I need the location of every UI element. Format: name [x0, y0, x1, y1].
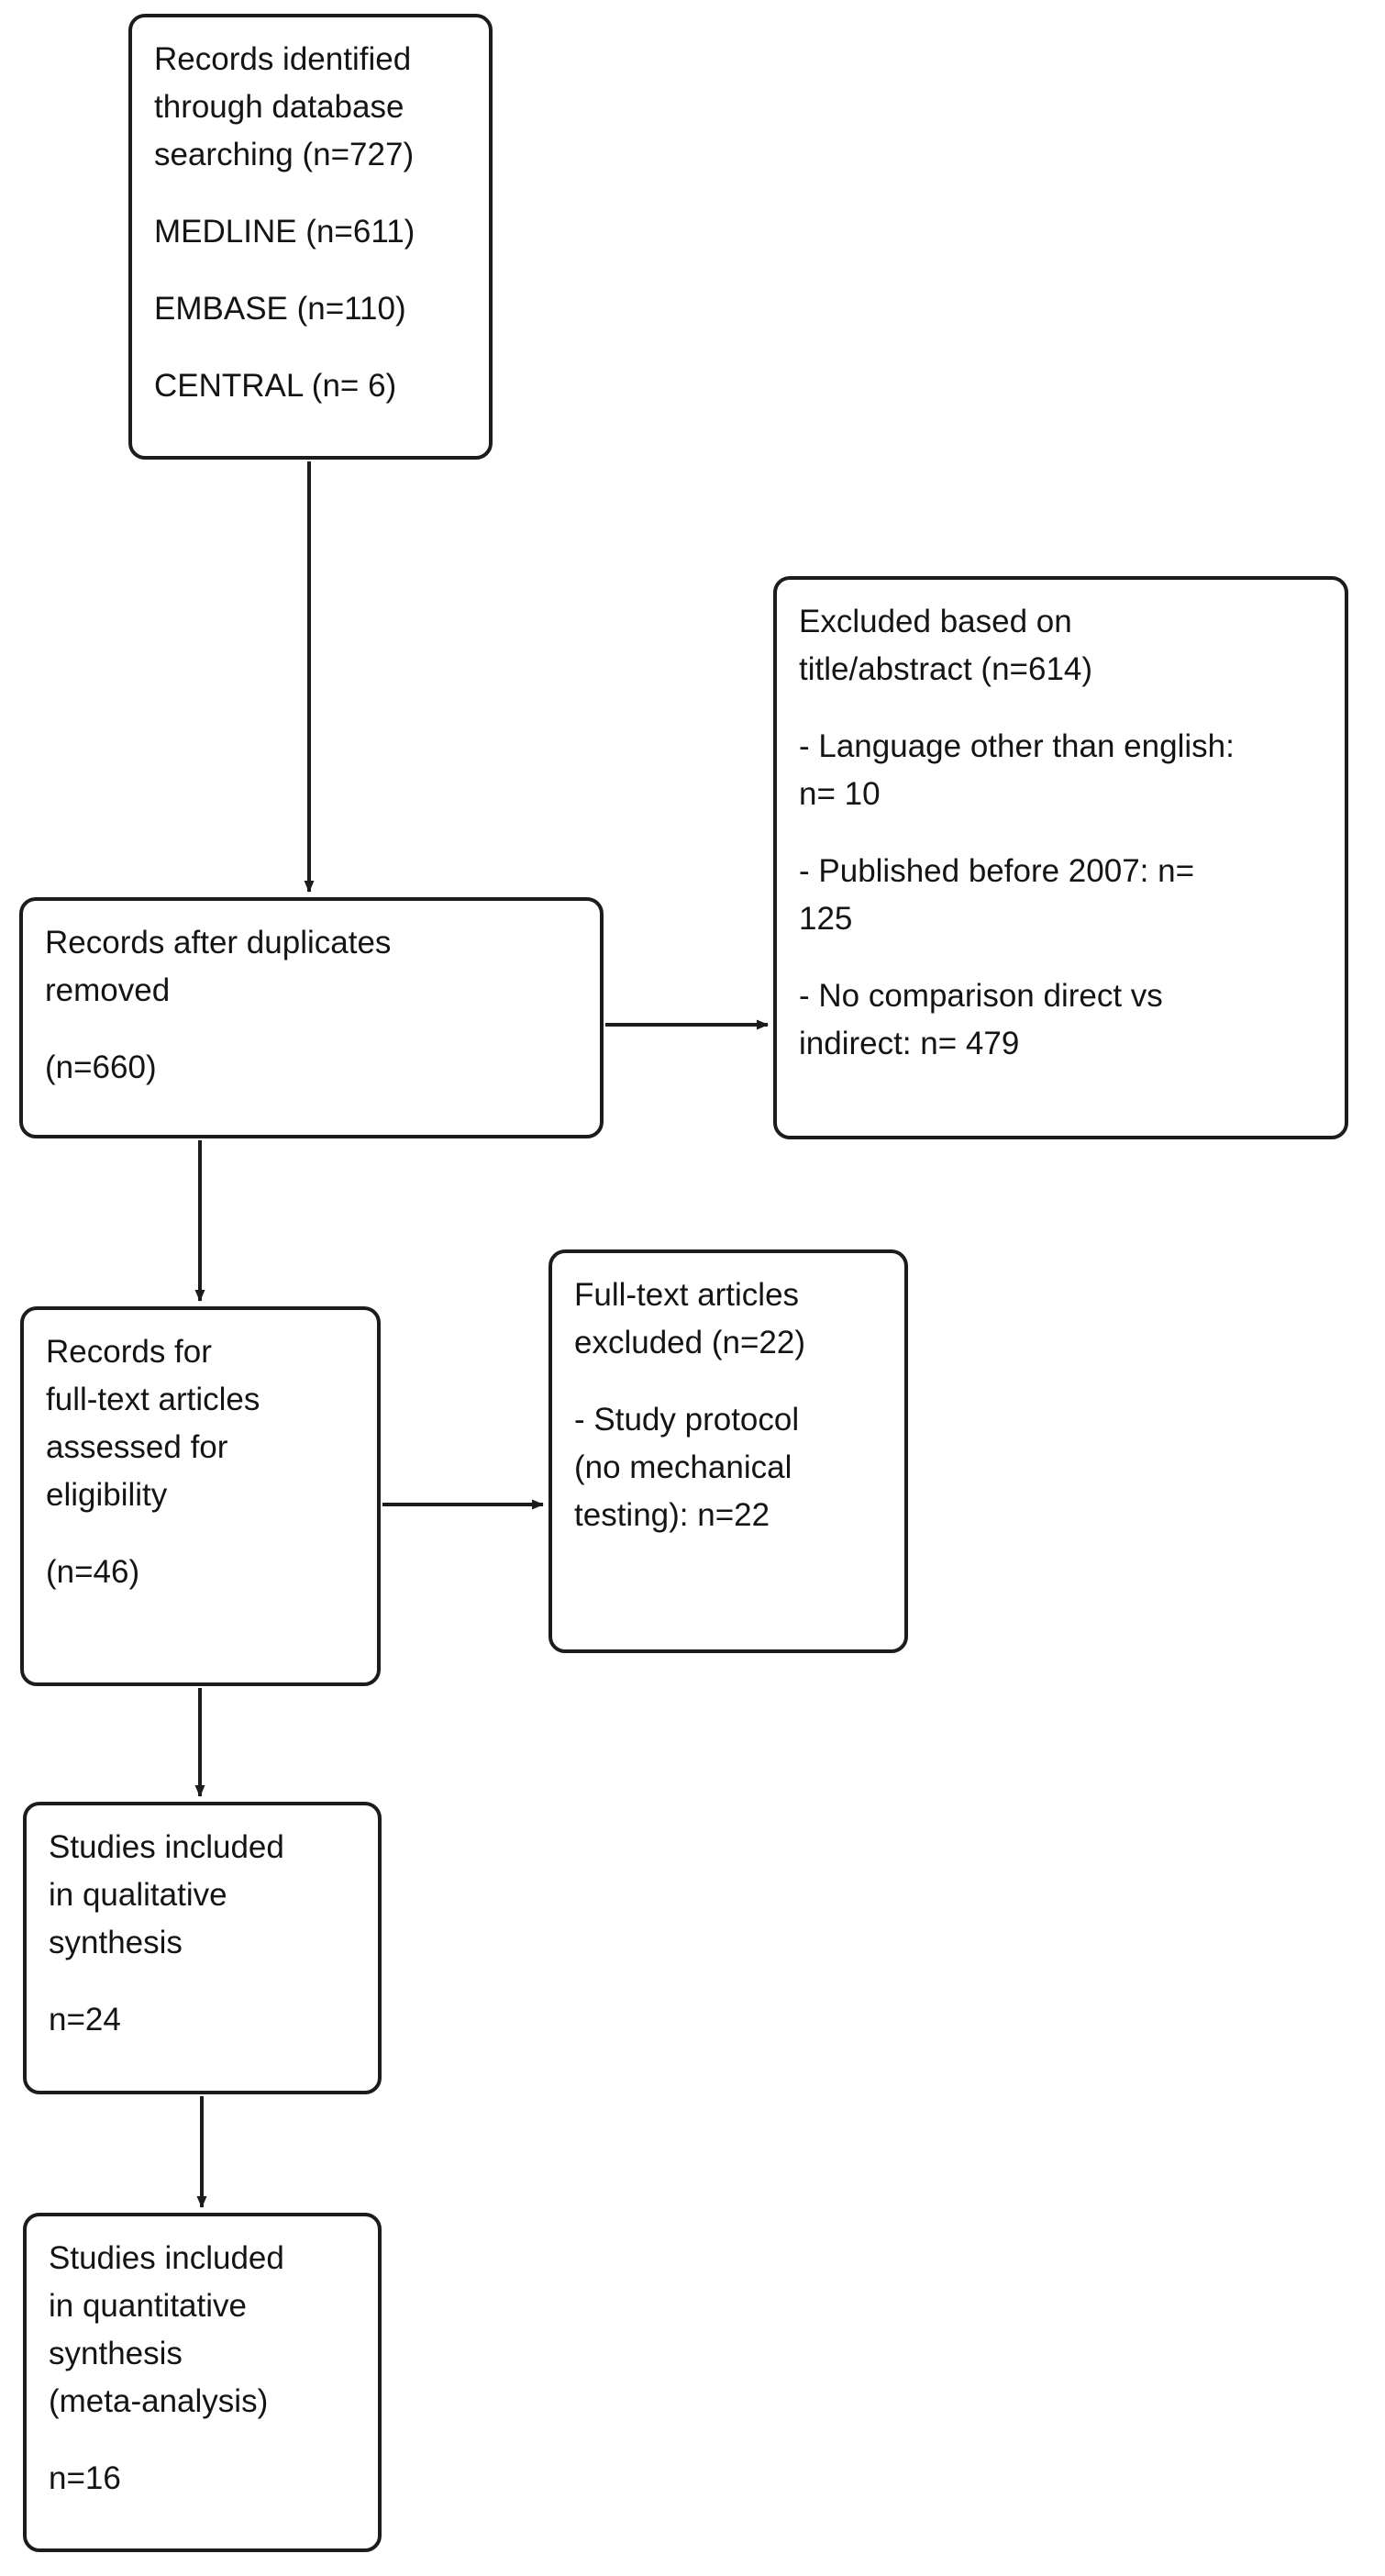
box-text: MEDLINE (n=611) [154, 214, 416, 250]
box-duplicates-removed: Records after duplicates removed (n=660) [19, 897, 604, 1138]
box-text: Records for full-text articles assessed … [46, 1334, 260, 1513]
box-text: Excluded based on title/abstract (n=614) [799, 604, 1093, 687]
box-text: - Published before 2007: n= 125 [799, 853, 1195, 937]
box-text: - No comparison direct vs indirect: n= 4… [799, 978, 1163, 1061]
box-text: EMBASE (n=110) [154, 291, 406, 327]
box-text: - Study protocol (no mechanical testing)… [574, 1402, 800, 1533]
box-records-identified: Records identified through database sear… [128, 14, 493, 460]
box-text: (n=660) [45, 1049, 157, 1085]
box-text: Full-text articles excluded (n=22) [574, 1277, 805, 1360]
box-quantitative-synthesis: Studies included in quantitative synthes… [23, 2213, 382, 2552]
box-text: Studies included in quantitative synthes… [49, 2240, 284, 2419]
box-fulltext-assessed: Records for full-text articles assessed … [20, 1306, 381, 1686]
box-qualitative-synthesis: Studies included in qualitative synthesi… [23, 1802, 382, 2094]
box-text: n=16 [49, 2460, 121, 2496]
box-fulltext-excluded: Full-text articles excluded (n=22) - Stu… [548, 1249, 908, 1653]
box-excluded-title-abstract: Excluded based on title/abstract (n=614)… [773, 576, 1348, 1139]
box-text: CENTRAL (n= 6) [154, 368, 397, 404]
box-text: (n=46) [46, 1554, 140, 1590]
box-text: - Language other than english: n= 10 [799, 728, 1235, 812]
box-text: Records after duplicates removed [45, 925, 392, 1008]
box-text: Studies included in qualitative synthesi… [49, 1829, 284, 1960]
box-text: n=24 [49, 2002, 121, 2037]
box-text: Records identified through database sear… [154, 41, 415, 172]
